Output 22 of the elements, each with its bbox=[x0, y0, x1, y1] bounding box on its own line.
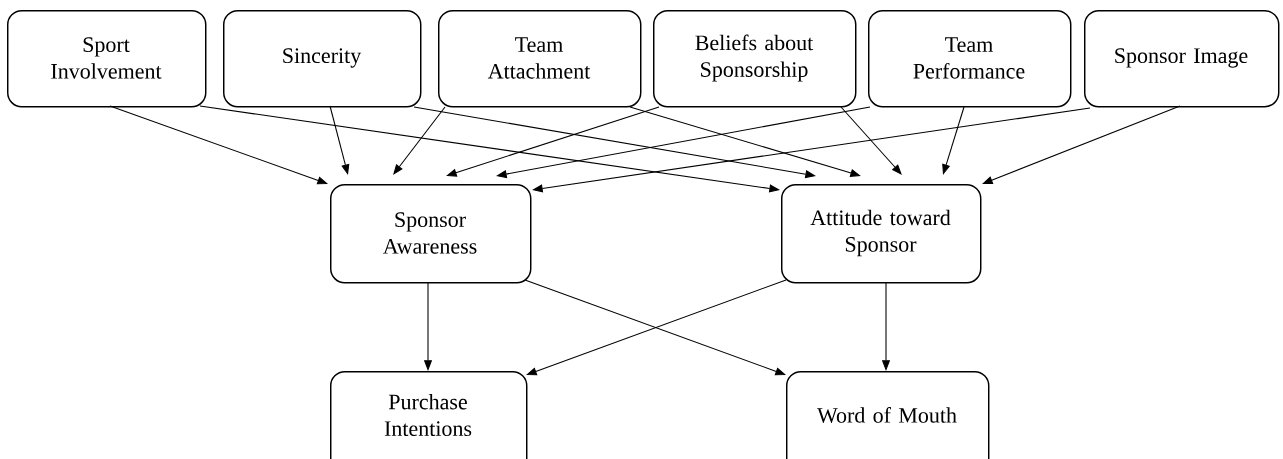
process-box: Word of Mouth bbox=[786, 371, 990, 459]
process-box: Team Attachment bbox=[438, 10, 642, 108]
arrow bbox=[532, 107, 1091, 193]
arrow bbox=[109, 105, 328, 185]
process-box: Sincerity bbox=[223, 10, 422, 108]
process-box: Sport Involvement bbox=[7, 10, 207, 108]
arrow bbox=[496, 106, 871, 179]
process-box: Sponsor Image bbox=[1084, 10, 1280, 108]
process-box: Sponsor Awareness bbox=[330, 184, 532, 284]
arrow bbox=[329, 105, 350, 175]
arrow bbox=[982, 105, 1181, 184]
arrow bbox=[446, 106, 660, 177]
process-box: Purchase Intentions bbox=[330, 371, 528, 459]
process-box: Attitude toward Sponsor bbox=[781, 184, 982, 284]
process-box: Beliefs about Sponsorship bbox=[653, 10, 857, 108]
arrow bbox=[840, 106, 902, 175]
arrow bbox=[942, 106, 965, 175]
process-box: Team Performance bbox=[868, 10, 1072, 108]
arrow bbox=[199, 105, 780, 193]
arrow bbox=[629, 106, 861, 177]
arrow bbox=[393, 106, 446, 175]
arrow bbox=[413, 106, 816, 179]
